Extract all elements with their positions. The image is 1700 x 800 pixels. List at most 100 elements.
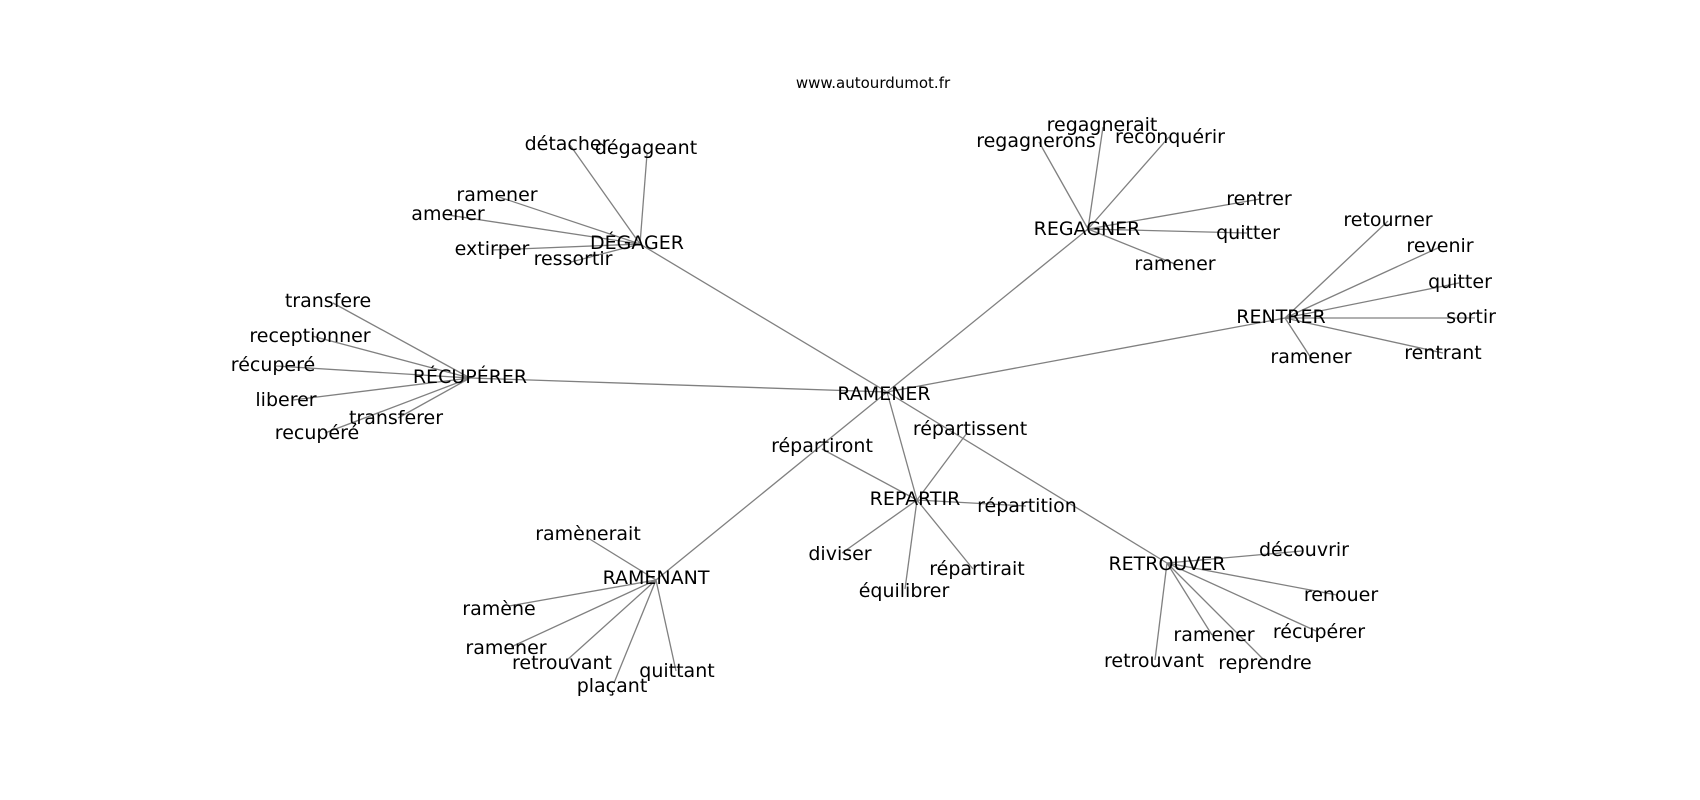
leaf-edge [508,579,657,607]
leaf-node[interactable]: ramener [1134,253,1215,275]
leaf-edge [1087,198,1261,230]
center-edge [639,243,888,393]
hub-node-rentrer[interactable]: RENTRER [1236,306,1325,328]
leaf-edge [916,499,1027,507]
center-edge [886,228,1089,393]
hub-node-regagner[interactable]: REGAGNER [1034,218,1141,240]
leaf-edge [655,579,677,672]
leaf-node[interactable]: regagnerons [976,130,1096,152]
leaf-edge [275,365,471,379]
leaf-node[interactable]: ramène [462,598,535,620]
leaf-edge [332,302,471,379]
leaf-node[interactable]: récupérer [1273,621,1365,643]
leaf-edge [397,377,471,419]
leaf-node[interactable]: ramener [465,637,546,659]
leaf-node[interactable]: retrouvant [1104,650,1204,672]
leaf-edge [1284,317,1444,354]
leaf-node[interactable]: quitter [1428,271,1492,293]
leaf-node[interactable]: répartirait [929,558,1025,580]
leaf-node[interactable]: retourner [1343,209,1432,231]
leaf-edge [491,243,641,251]
leaf-edge [639,153,648,245]
leaf-edge [565,579,657,662]
leaf-node[interactable]: extirper [455,238,530,260]
leaf-node[interactable]: diviser [808,543,871,565]
hub-node-retrouver[interactable]: RETROUVER [1108,553,1225,575]
leaf-edge [447,214,641,245]
leaf-edge [1284,282,1460,319]
leaf-node[interactable]: reconquérir [1115,126,1225,148]
leaf-edge [1087,228,1176,265]
leaf-node[interactable]: répartition [977,495,1077,517]
center-edge [886,317,1286,393]
source-url: www.autourdumot.fr [796,74,951,92]
leaf-node[interactable]: sortir [1446,306,1496,328]
leaf-edge [1087,136,1170,230]
leaf-edge [324,377,471,434]
leaf-node[interactable]: détacher [525,133,610,155]
leaf-edge [292,377,471,401]
center-edge [469,377,888,393]
leaf-node[interactable]: regagnerait [1047,114,1158,136]
leaf-edge [510,579,657,648]
leaf-node[interactable]: ramènerait [535,523,641,545]
leaf-edge [498,196,641,245]
leaf-node[interactable]: ressortir [534,248,613,270]
leaf-node[interactable]: quitter [1216,222,1280,244]
leaf-node[interactable]: receptionner [249,325,370,347]
leaf-edge [916,432,968,501]
leaf-edge [1284,246,1441,319]
leaf-node[interactable]: recupéré [275,422,359,444]
center-edge [886,391,918,501]
hub-node-degager[interactable]: DÉGAGER [590,231,684,254]
leaf-edge [1038,141,1089,230]
leaf-node[interactable]: transferer [349,407,443,429]
leaf-node[interactable]: répartiront [771,435,873,457]
leaf-node[interactable]: répartissent [913,418,1027,440]
leaf-node[interactable]: quittant [639,660,714,682]
leaf-node[interactable]: récuperé [231,354,315,376]
leaf-edge [841,499,918,554]
leaf-node[interactable]: découvrir [1259,539,1349,561]
leaf-edge [1284,317,1312,359]
leaf-edge [916,499,974,570]
leaf-edge [1284,220,1389,319]
hub-node-repartir[interactable]: REPARTIR [870,488,961,510]
center-edge [886,391,1168,564]
leaf-node[interactable]: rentrant [1404,342,1482,364]
graph-edges [275,126,1475,684]
leaf-node[interactable]: plaçant [577,675,648,697]
leaf-edge [1087,228,1248,234]
leaf-edge [569,144,641,245]
center-edge [655,391,888,581]
leaf-edge [1154,562,1168,661]
leaf-edge [613,579,657,684]
leaf-edge [821,448,918,501]
leaf-node[interactable]: transfere [285,290,371,312]
leaf-node[interactable]: revenir [1406,235,1473,257]
hub-node-recuperer[interactable]: RÉCUPÉRER [413,365,527,388]
leaf-edge [1166,562,1266,662]
leaf-edge [1166,550,1303,564]
leaf-node[interactable]: reprendre [1218,652,1311,674]
leaf-edge [1166,562,1317,632]
leaf-node[interactable]: ramener [1173,624,1254,646]
leaf-node[interactable]: équilibrer [859,580,950,602]
leaf-node[interactable]: amener [411,203,485,225]
leaf-edge [1166,562,1338,596]
leaf-edge [570,243,641,263]
leaf-node[interactable]: dégageant [595,137,697,159]
leaf-node[interactable]: ramener [456,184,537,206]
leaf-node[interactable]: renouer [1304,584,1378,606]
leaf-edge [1087,126,1104,230]
leaf-node[interactable]: ramener [1270,346,1351,368]
leaf-edge [587,537,657,581]
leaf-edge [1166,562,1213,636]
hub-node-ramenant[interactable]: RAMENANT [603,567,710,589]
leaf-node[interactable]: retrouvant [512,652,612,674]
leaf-node[interactable]: rentrer [1226,188,1292,210]
leaf-node[interactable]: liberer [255,389,316,411]
leaf-edge [904,499,918,590]
center-node[interactable]: RAMENER [837,383,930,405]
